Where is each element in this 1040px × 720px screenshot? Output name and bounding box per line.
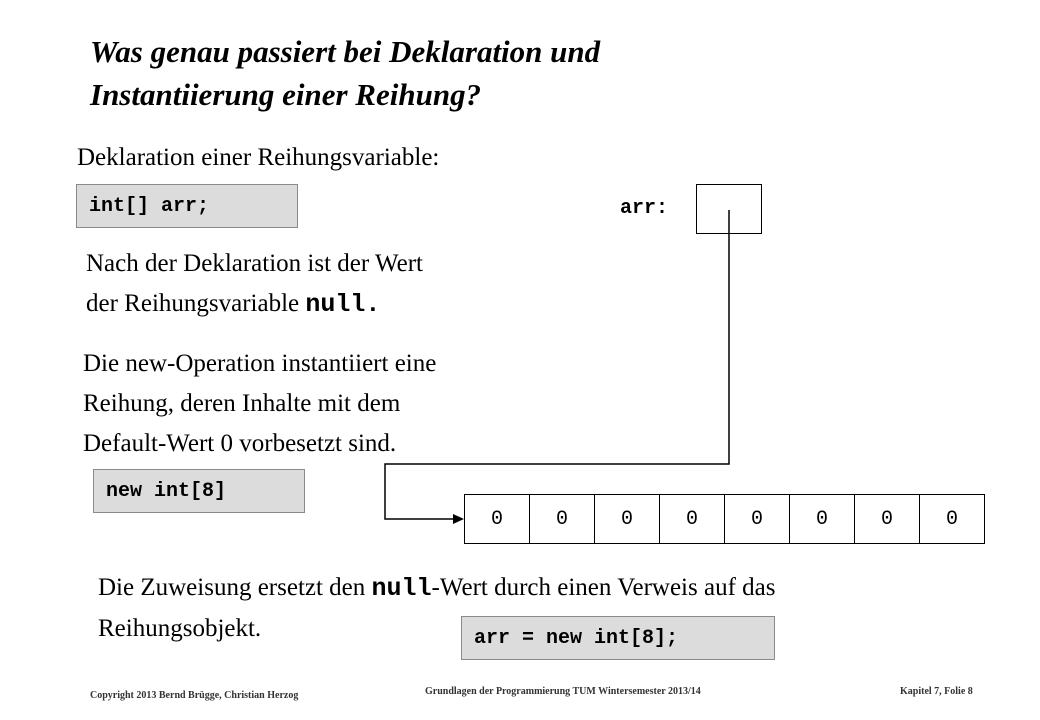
reference-line xyxy=(384,210,730,520)
title-line-1: Was genau passiert bei Deklaration und xyxy=(90,34,601,69)
assignment-line-1-pre: Die Zuweisung ersetzt den xyxy=(98,574,372,601)
assignment-line-1-post: -Wert durch einen Verweis auf das xyxy=(431,574,776,601)
footer-slide-number: Kapitel 7, Folie 8 xyxy=(900,686,973,697)
declaration-note-line-2: der Reihungsvariable xyxy=(86,290,306,317)
array-cell: 0 xyxy=(594,494,660,544)
instantiation-line-3: Default-Wert 0 vorbesetzt sind. xyxy=(83,430,397,457)
instantiation-text: Die new-Operation instantiiert eine Reih… xyxy=(83,344,436,464)
instantiation-code: new int[8] xyxy=(106,479,227,503)
declaration-note: Nach der Deklaration ist der Wert der Re… xyxy=(86,244,423,325)
declaration-heading: Deklaration einer Reihungsvariable: xyxy=(77,144,440,171)
slide-title: Was genau passiert bei Deklaration und I… xyxy=(90,30,600,116)
assignment-line-2: Reihungsobjekt. xyxy=(98,615,262,642)
footer-copyright: Copyright 2013 Bernd Brügge, Christian H… xyxy=(90,690,299,701)
instantiation-line-1: Die new-Operation instantiiert eine xyxy=(83,350,437,377)
array-cell: 0 xyxy=(919,494,985,544)
instantiation-code-box: new int[8] xyxy=(93,469,305,513)
array-cell: 0 xyxy=(854,494,920,544)
footer-course: Grundlagen der Programmierung TUM Winter… xyxy=(425,686,701,697)
array-cell: 0 xyxy=(659,494,725,544)
assignment-code: arr = new int[8]; xyxy=(474,626,679,650)
array-cell: 0 xyxy=(789,494,855,544)
array-cell: 0 xyxy=(529,494,595,544)
assignment-code-box: arr = new int[8]; xyxy=(461,616,775,660)
instantiation-line-2: Reihung, deren Inhalte mit dem xyxy=(83,390,401,417)
null-keyword: null. xyxy=(305,290,381,319)
variable-box xyxy=(696,184,762,234)
reference-arrowhead xyxy=(453,514,464,524)
variable-label: arr: xyxy=(620,197,669,220)
declaration-note-line-1: Nach der Deklaration ist der Wert xyxy=(86,250,423,277)
assignment-null-keyword: null xyxy=(371,574,432,603)
array-cell: 0 xyxy=(724,494,790,544)
declaration-code-box: int[] arr; xyxy=(76,184,298,228)
declaration-code: int[] arr; xyxy=(89,194,210,218)
array-cell: 0 xyxy=(464,494,530,544)
assignment-text: Die Zuweisung ersetzt den null-Wert durc… xyxy=(98,568,775,649)
title-line-2: Instantiierung einer Reihung? xyxy=(90,77,482,112)
